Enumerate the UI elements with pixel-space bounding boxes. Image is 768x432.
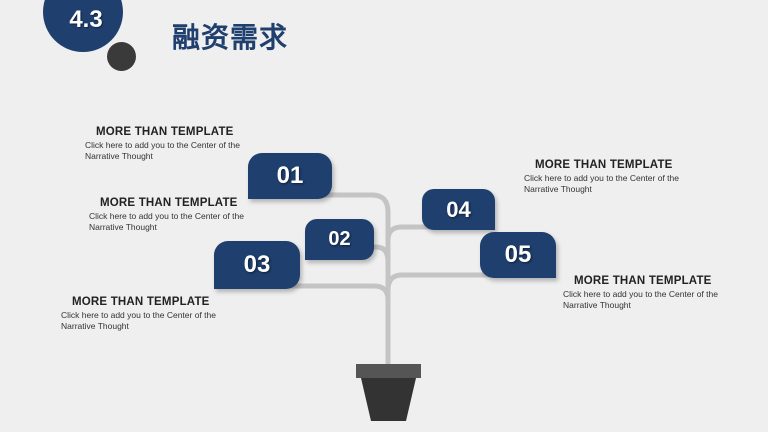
leaf-label-02: 02 [305,219,374,260]
pot-body [361,378,416,421]
text-block-2: MORE THAN TEMPLATE Click here to add you… [89,197,269,233]
text-block-body[interactable]: Click here to add you to the Center of t… [61,310,216,331]
text-block-4: MORE THAN TEMPLATE Click here to add you… [524,159,704,195]
text-block-heading: MORE THAN TEMPLATE [72,296,210,308]
decorative-dot [107,42,136,71]
branch-02 [357,244,391,265]
text-block-heading: MORE THAN TEMPLATE [535,159,673,171]
leaf-label-05: 05 [480,232,556,278]
flower-pot [356,364,421,421]
text-block-heading: MORE THAN TEMPLATE [96,126,234,138]
text-block-heading: MORE THAN TEMPLATE [574,275,712,287]
section-number: 4.3 [69,6,103,33]
branch-05 [385,272,495,293]
pot-rim [356,364,421,378]
text-block-heading: MORE THAN TEMPLATE [100,197,238,209]
text-block-body[interactable]: Click here to add you to the Center of t… [563,289,718,310]
branch-03 [287,283,391,303]
branch-01 [317,192,391,371]
branch-04 [385,224,439,243]
text-block-5: MORE THAN TEMPLATE Click here to add you… [563,275,743,311]
text-block-1: MORE THAN TEMPLATE Click here to add you… [85,126,265,162]
leaf-label-01: 01 [248,153,332,199]
text-block-3: MORE THAN TEMPLATE Click here to add you… [61,296,241,332]
leaf-label-04: 04 [422,189,495,230]
text-block-body[interactable]: Click here to add you to the Center of t… [85,140,240,161]
text-block-body[interactable]: Click here to add you to the Center of t… [89,211,244,232]
text-block-body[interactable]: Click here to add you to the Center of t… [524,173,679,194]
tree-branches [287,192,495,371]
page-title: 融资需求 [172,21,289,54]
leaf-label-03: 03 [214,241,300,289]
